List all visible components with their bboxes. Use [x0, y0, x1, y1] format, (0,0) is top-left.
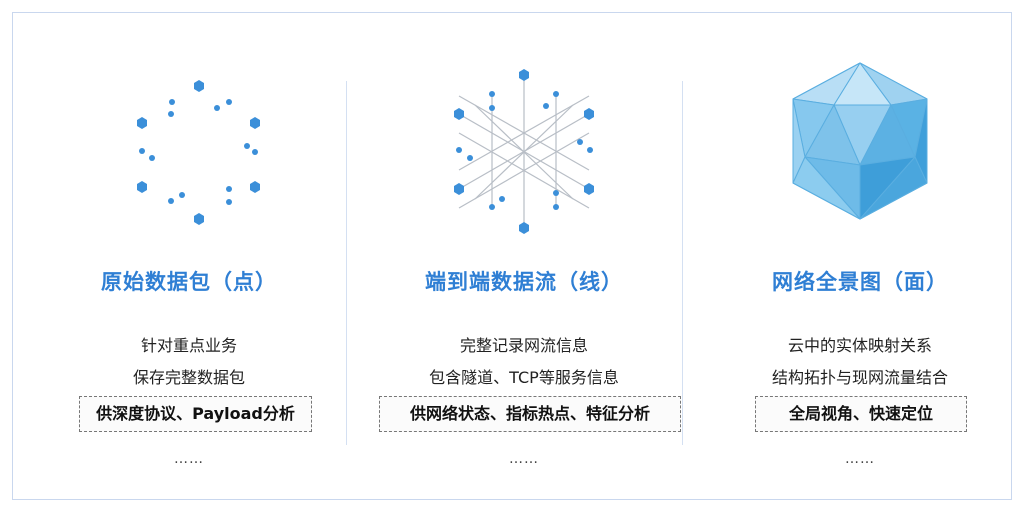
more-ellipsis: …… [174, 451, 204, 467]
description-line: 保存完整数据包 [132, 368, 245, 387]
column-title: 端到端数据流（线） [425, 270, 623, 294]
description-line: 针对重点业务 [140, 336, 237, 355]
diagram-frame: 原始数据包（点） 针对重点业务 保存完整数据包 供深度协议、Payload分析 … [12, 12, 1012, 500]
description-line: 结构拓扑与现网流量结合 [771, 368, 948, 387]
highlight-tag: 供深度协议、Payload分析 [79, 396, 312, 432]
highlight-tag: 全局视角、快速定位 [755, 396, 967, 432]
highlight-tag: 供网络状态、指标热点、特征分析 [379, 396, 681, 432]
description-line: 包含隧道、TCP等服务信息 [429, 368, 619, 387]
description-line: 完整记录网流信息 [459, 336, 588, 355]
column-lines: 端到端数据流（线） 完整记录网流信息 包含隧道、TCP等服务信息 供网络状态、指… [359, 13, 689, 499]
column-title: 网络全景图（面） [772, 270, 948, 294]
line-mesh-icon [454, 69, 594, 234]
column-divider [682, 81, 683, 445]
icosahedron-icon [792, 62, 928, 220]
scattered-points-icon [137, 80, 260, 225]
column-points: 原始数据包（点） 针对重点业务 保存完整数据包 供深度协议、Payload分析 … [24, 13, 354, 499]
column-title: 原始数据包（点） [101, 270, 277, 294]
more-ellipsis: …… [845, 451, 875, 467]
column-divider [346, 81, 347, 445]
column-surface: 网络全景图（面） 云中的实体映射关系 结构拓扑与现网流量结合 全局视角、快速定位… [695, 13, 1024, 499]
more-ellipsis: …… [509, 451, 539, 467]
description-line: 云中的实体映射关系 [787, 336, 932, 355]
